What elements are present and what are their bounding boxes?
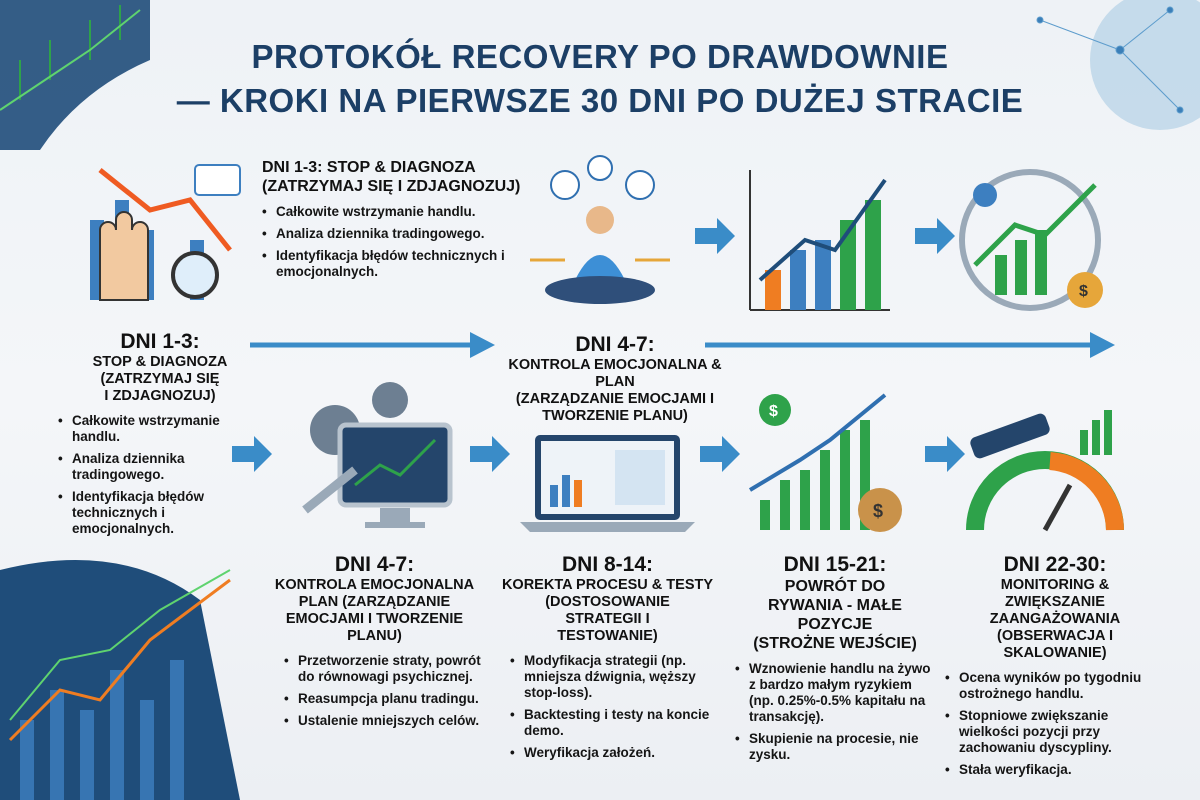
svg-text:$: $: [1079, 283, 1088, 300]
step-title: POWRÓT DO RYWANIA - MAŁE POZYCJE: [768, 578, 902, 633]
growth-bar-chart-icon: [749, 170, 890, 311]
arrow-right-icon: [470, 436, 510, 472]
telescope-gauge-icon: [966, 410, 1124, 532]
step-bullet: Stopniowe zwiększanie wielkości pozycji …: [945, 708, 1165, 756]
step-days-1-3: DNI 1-3: STOP & DIAGNOZA (ZATRZYMAJ SIĘ …: [58, 330, 260, 543]
middle-block-subtitle: (ZARZĄDZANIE EMOCJAMI I TWORZENIE PLANU): [515, 391, 715, 424]
top-block-subheading: (ZATRZYMAJ SIĘ I ZDJAGNOZUJ): [262, 178, 521, 195]
middle-block-title: KONTROLA EMOCJONALNA & PLAN: [508, 357, 722, 390]
step-bullet: Skupienie na procesie, nie zysku.: [735, 731, 935, 763]
step-day: DNI 8-14:: [561, 553, 654, 576]
rising-chart-money-icon: $ $: [748, 393, 902, 532]
step-subtitle: (OBSERWACJA I SKALOWANIE): [996, 628, 1113, 661]
step-bullet: Przetworzenie straty, powrót do równowag…: [284, 653, 487, 685]
title-line-1: PROTOKÓŁ RECOVERY PO DRAWDOWNIE: [251, 38, 949, 75]
step-subtitle: (DOSTOSOWANIE STRATEGII I TESTOWANIE): [545, 594, 670, 644]
step-days-4-7: DNI 4-7: KONTROLA EMOCJONALNA PLAN (ZARZ…: [262, 553, 487, 735]
svg-text:$: $: [873, 501, 883, 521]
step-title: KOREKTA PROCESU & TESTY: [501, 577, 714, 593]
step-bullet: Identyfikacja błędów technicznych i emoc…: [58, 489, 260, 537]
arrow-right-icon: [232, 436, 272, 472]
step-title: STOP & DIAGNOZA: [92, 354, 228, 370]
middle-block: DNI 4-7: KONTROLA EMOCJONALNA & PLAN (ZA…: [490, 333, 740, 425]
step-bullet: Ocena wyników po tygodniu ostrożnego han…: [945, 670, 1165, 702]
step-subtitle: (ZATRZYMAJ SIĘ I ZDJAGNOZUJ): [100, 371, 220, 404]
step-day: DNI 4-7:: [334, 553, 415, 576]
timeline-arrow-right: [705, 332, 1115, 358]
top-bullet: Całkowite wstrzymanie handlu.: [262, 204, 522, 220]
arrow-right-icon: [915, 218, 955, 254]
step-bullet: Backtesting i testy na koncie demo.: [510, 707, 715, 739]
step-bullet: Reasumpcja planu tradingu.: [284, 691, 487, 707]
monitor-gears-wrench-icon: [302, 382, 453, 528]
step-bullet: Weryfikacja założeń.: [510, 745, 715, 761]
top-stop-block: DNI 1-3: STOP & DIAGNOZA (ZATRZYMAJ SIĘ …: [262, 158, 522, 286]
step-days-15-21: DNI 15-21: POWRÓT DO RYWANIA - MAŁE POZY…: [735, 553, 935, 769]
meditation-balance-icon: [530, 155, 670, 304]
candlestick-chart-decoration: [0, 0, 150, 150]
timeline-arrow-left: [250, 332, 495, 358]
step-subtitle: (STROŻNE WEJŚCIE): [753, 635, 917, 652]
step-days-8-14: DNI 8-14: KOREKTA PROCESU & TESTY (DOSTO…: [500, 553, 715, 767]
step-title: KONTROLA EMOCJONALNA PLAN (ZARZĄDZANIE E…: [274, 577, 475, 644]
laptop-dashboard-icon: [520, 435, 695, 532]
top-block-heading: DNI 1-3: STOP & DIAGNOZA: [262, 159, 476, 176]
top-bullet: Analiza dziennika tradingowego.: [262, 226, 522, 242]
step-bullet: Modyfikacja strategii (np. mniejsza dźwi…: [510, 653, 715, 701]
arrow-right-icon: [695, 218, 735, 254]
arrow-right-icon: [925, 436, 965, 472]
bar-chart-decoration: [0, 560, 240, 800]
step-title: MONITORING & ZWIĘKSZANIE ZAANGAŻOWANIA: [989, 577, 1121, 627]
svg-text:$: $: [769, 403, 778, 420]
step-days-22-30: DNI 22-30: MONITORING & ZWIĘKSZANIE ZAAN…: [945, 553, 1165, 784]
step-day: DNI 1-3:: [120, 330, 200, 353]
step-bullet: Stała weryfikacja.: [945, 762, 1165, 778]
step-bullet: Wznowienie handlu na żywo z bardzo małym…: [735, 661, 935, 725]
step-bullet: Ustalenie mniejszych celów.: [284, 713, 487, 729]
step-day: DNI 15-21:: [783, 553, 887, 576]
step-bullet: Analiza dziennika tradingowego.: [58, 451, 260, 483]
growth-money-bag-icon: $: [959, 169, 1103, 311]
arrow-right-icon: [700, 436, 740, 472]
step-bullet: Całkowite wstrzymanie handlu.: [58, 413, 260, 445]
step-day: DNI 22-30:: [1003, 553, 1107, 576]
title-line-2: — KROKI NA PIERWSZE 30 DNI PO DUŻEJ STRA…: [176, 82, 1024, 119]
middle-block-day: DNI 4-7:: [575, 333, 655, 356]
network-decoration: [1036, 0, 1200, 130]
stop-hand-chart-icon: [90, 164, 241, 301]
top-bullet: Identyfikacja błędów technicznych i emoc…: [262, 248, 522, 280]
